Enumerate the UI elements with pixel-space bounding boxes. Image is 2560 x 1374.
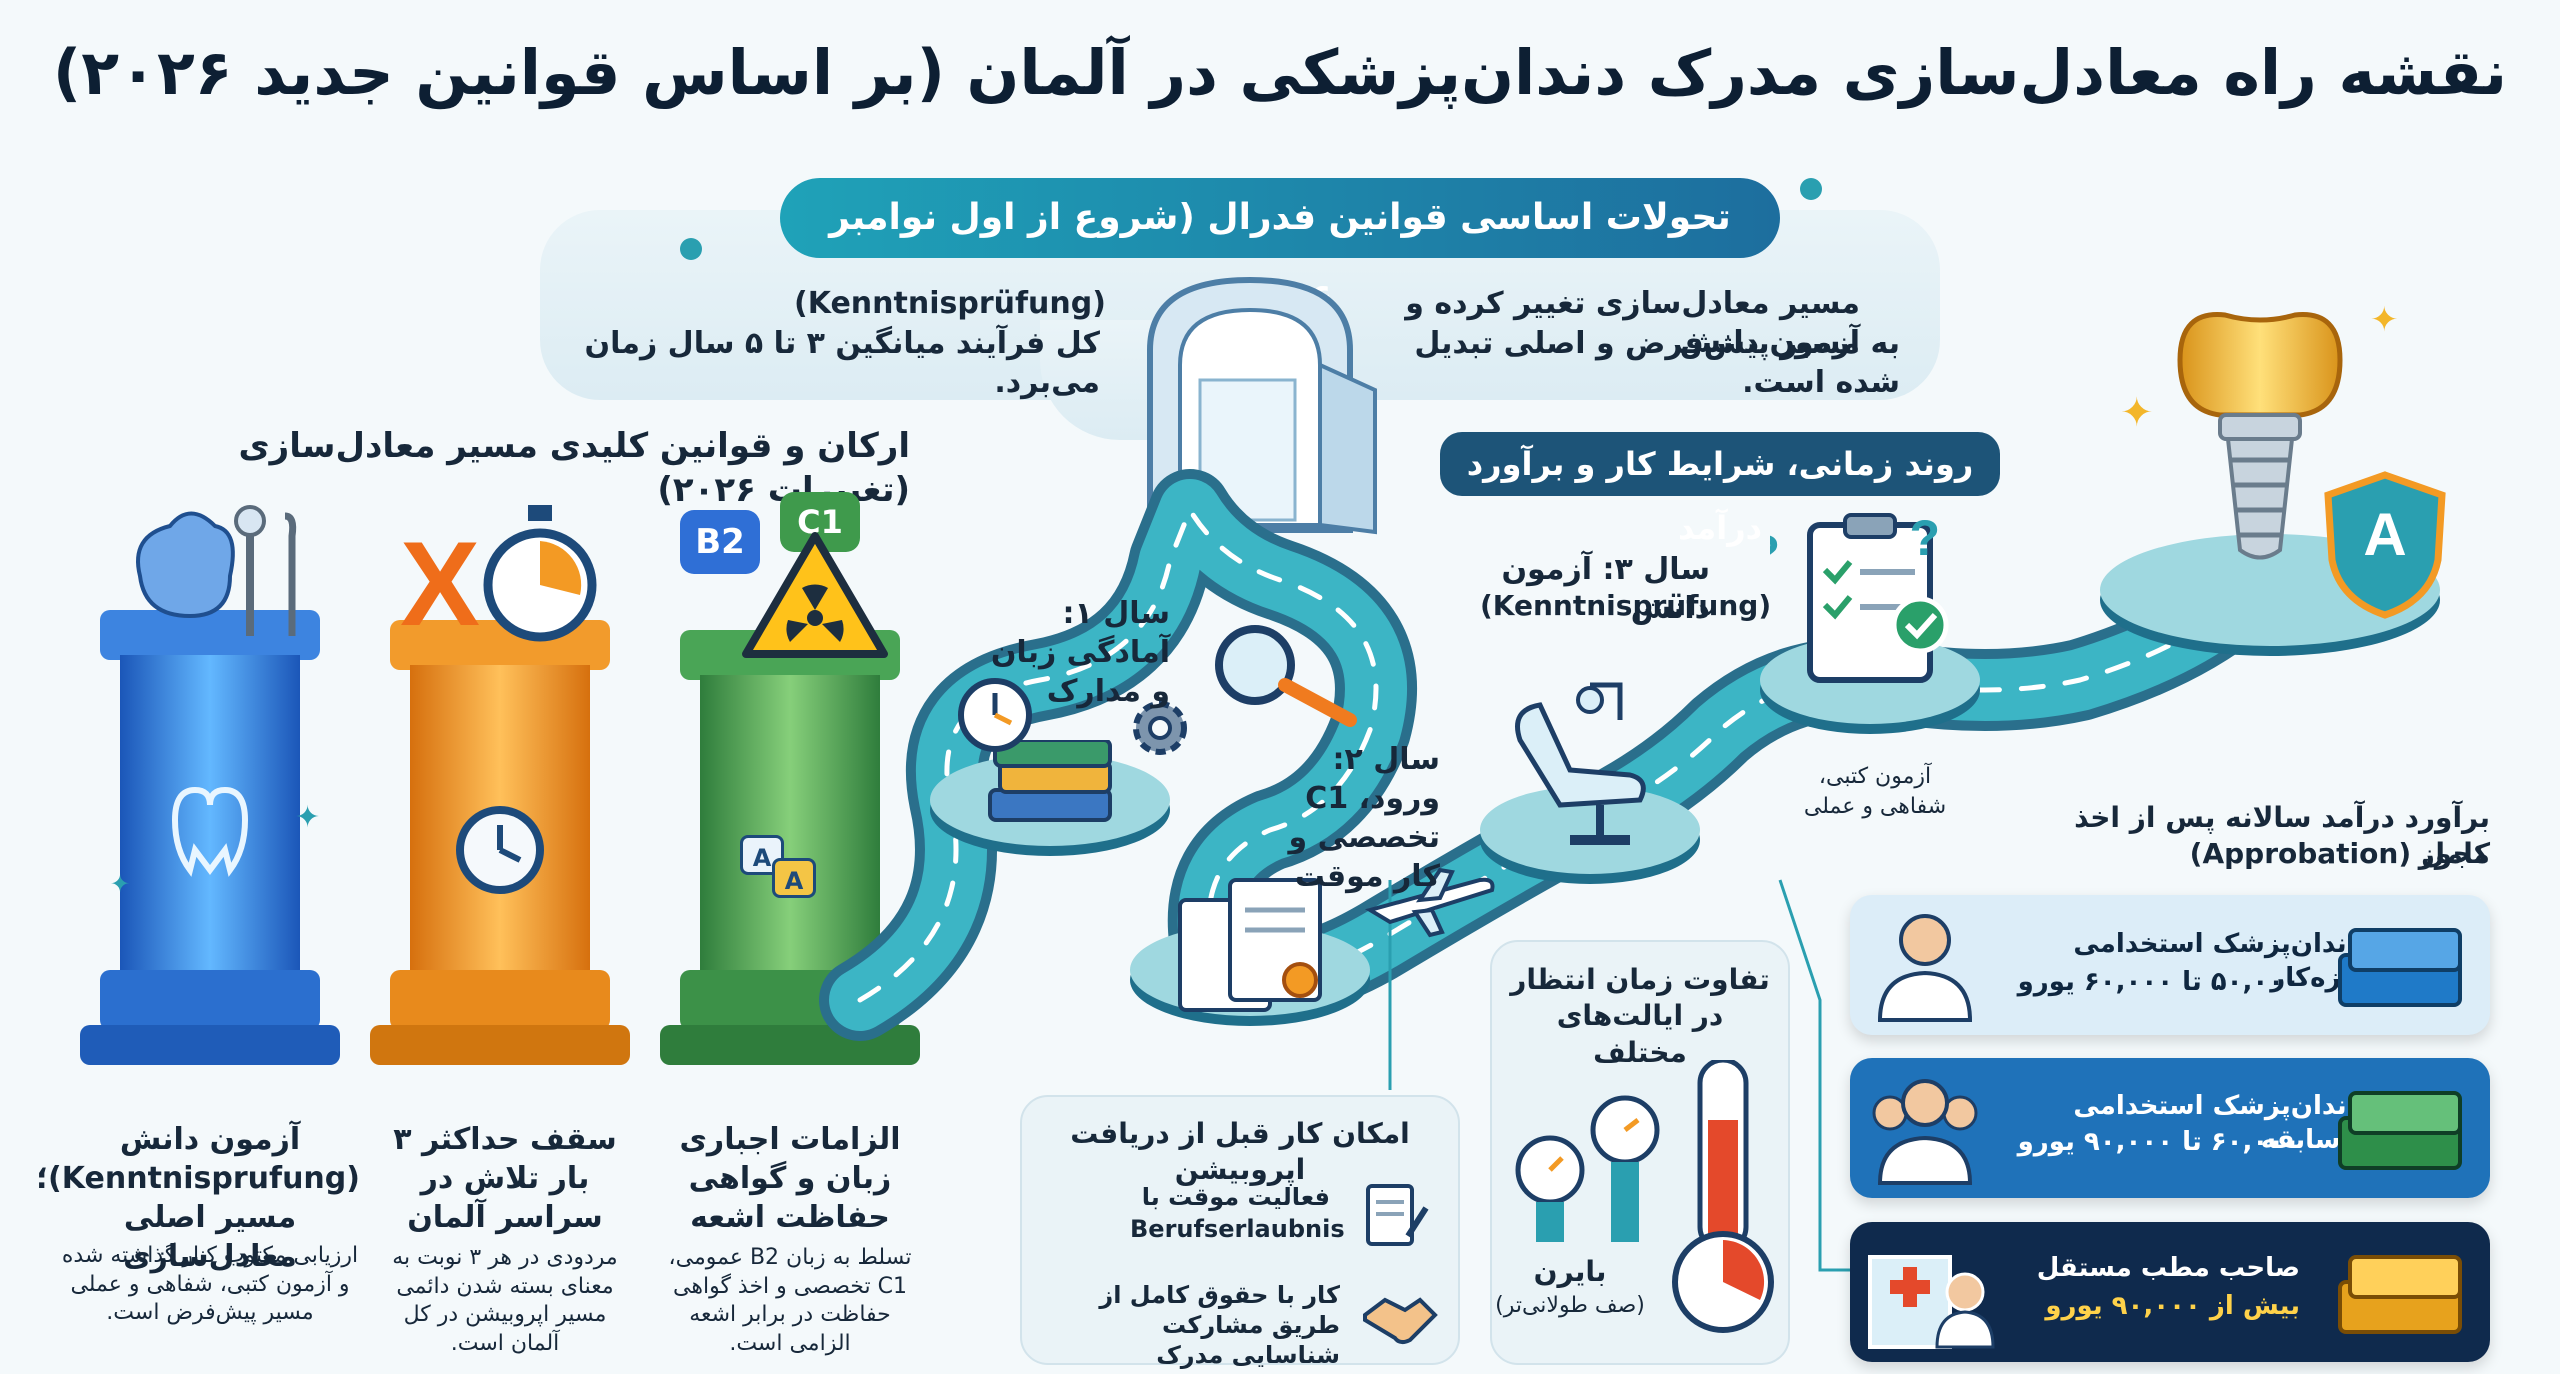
chat-bubble-icon: A: [772, 858, 816, 898]
federal-right-line1: مسیر معادل‌سازی تغییر کرده و آزمون دانش: [1405, 286, 1860, 360]
stopwatch-icon: [483, 505, 597, 642]
page-title: نقشه راه معادل‌سازی مدرک دندان‌پزشکی در …: [52, 36, 2508, 109]
dental-implant-icon: [2177, 312, 2343, 560]
gear-icon: [1133, 701, 1187, 755]
pillar-knowledge-title: آزمون دانش (Kenntnisprufung)؛ مسیر اصلی …: [36, 1122, 360, 1274]
clinic-owner-icon: [1868, 1255, 1995, 1349]
magnifier-icon: [1215, 625, 1357, 727]
federal-left-term: (Kenntnisprüfung): [794, 286, 1106, 321]
federal-left-text: کل فرآیند میانگین ۳ تا ۵ سال زمان می‌برد…: [584, 326, 1100, 400]
year3-term: (Kenntnisprüfung): [1480, 589, 1772, 622]
pillar-attempts-title: سقف حداکثر ۳ بار تلاش در سراسر آلمان: [393, 1122, 617, 1235]
pillar-knowledge-desc: ارزیابی مکتوب کنار گذاشته شده و آزمون کت…: [61, 1243, 359, 1326]
income-row-senior-amount: ۶۰,۰۰۰ تا ۹۰,۰۰۰ یورو: [2017, 1127, 2300, 1157]
radiation-warning-icon: [742, 532, 888, 658]
svg-text:?: ?: [1770, 525, 1780, 581]
pillars-heading: ارکان و قوانین کلیدی مسیر معادل‌سازی (تغ…: [238, 426, 910, 511]
dentist-team-icon: [1872, 1079, 1978, 1185]
work-item1-line1: فعالیت موقت با: [1141, 1183, 1330, 1211]
exam-note: آزمون کتبی، شفاهی و عملی: [1803, 764, 1947, 819]
x-mark-icon: X: [400, 517, 481, 651]
decor-dot: [680, 238, 702, 260]
airplane-icon: [1364, 867, 1495, 938]
dental-chair-icon: [1515, 682, 1646, 845]
brain-tools-icon: [136, 505, 297, 636]
documents-icon: [1178, 878, 1322, 1012]
year1-label: سال ۱: آمادگی زبان و مدارک: [990, 596, 1170, 709]
pillar-attempts: [370, 620, 630, 1065]
year3-label: سال ۳: آزمون دانش: [1501, 552, 1710, 626]
shield-icon: [2324, 471, 2446, 619]
pillar-language-title: الزامات اجباری زبان و گواهی حفاظت اشعه: [679, 1122, 901, 1235]
decor-dot: [1800, 178, 1822, 200]
work-title: امکان کار قبل از دریافت اپروبیشن: [1070, 1117, 1410, 1187]
work-item2: کار با حقوق کامل از طریق مشارکت شناسایی …: [1099, 1281, 1340, 1369]
wait-state: بایرن: [1533, 1255, 1607, 1288]
pillar-attempts-desc: مردودی در هر ۳ نوبت به معنای بسته شدن دا…: [392, 1245, 618, 1356]
clipboard-check-icon: ? ?: [1770, 510, 1949, 683]
sparkle-icon: ✦: [295, 800, 321, 835]
income-row-junior-amount: ۵۰,۰۰۰ تا ۶۰,۰۰۰ یورو: [2017, 967, 2300, 997]
permit-document-icon: [1366, 1184, 1429, 1246]
badge-b2: B2: [680, 510, 760, 574]
sparkle-icon: ✦: [2370, 300, 2399, 340]
clock-icon: [958, 678, 1032, 752]
books-icon: [988, 740, 1112, 822]
money-stack-icon: [2338, 1091, 2462, 1170]
sparkle-icon: ✦: [110, 870, 131, 898]
year2-label: سال ۲: ورود، C1 تخصصی و کار موقت: [1288, 742, 1440, 894]
income-title-line2: کامل (Approbation): [2189, 837, 2490, 870]
income-title-line1: برآورد درآمد سالانه پس از اخذ مجوز: [2074, 801, 2490, 871]
wait-state-note: (صف طولانی‌تر): [1495, 1293, 1645, 1318]
income-row-owner-label: صاحب مطب مستقل: [2036, 1253, 2300, 1283]
federal-right-line2: به مسیر پیش‌فرض و اصلی تبدیل شده است.: [1414, 326, 1900, 400]
dentist-avatar-icon: [1877, 914, 1973, 1022]
wait-title: تفاوت زمان انتظار در ایالت‌های مختلف: [1510, 963, 1770, 1069]
timeline-heading: روند زمانی، شرایط کار و برآورد درآمد: [1440, 432, 2000, 547]
money-stack-icon: [2338, 1255, 2462, 1334]
work-item1-line2: Berufserlaubnis: [1130, 1215, 1345, 1243]
income-row-junior-label: دندان‌پزشک استخدامی تازه‌کار: [2073, 929, 2360, 993]
svg-text:?: ?: [1909, 510, 1940, 566]
money-stack-icon: [2338, 928, 2462, 1007]
thermometer-gauges-icon: [1515, 1060, 1774, 1333]
pillar-knowledge: [80, 610, 340, 1065]
shield-letter: A: [2363, 501, 2407, 568]
handshake-icon: [1363, 1297, 1438, 1345]
sparkle-icon: ✦: [2120, 390, 2154, 436]
pillar-language-desc: تسلط به زبان B2 عمومی، C1 تخصصی و اخذ گو…: [668, 1245, 912, 1356]
income-row-owner-amount: بیش از ۹۰,۰۰۰ یورو: [2045, 1291, 2300, 1321]
